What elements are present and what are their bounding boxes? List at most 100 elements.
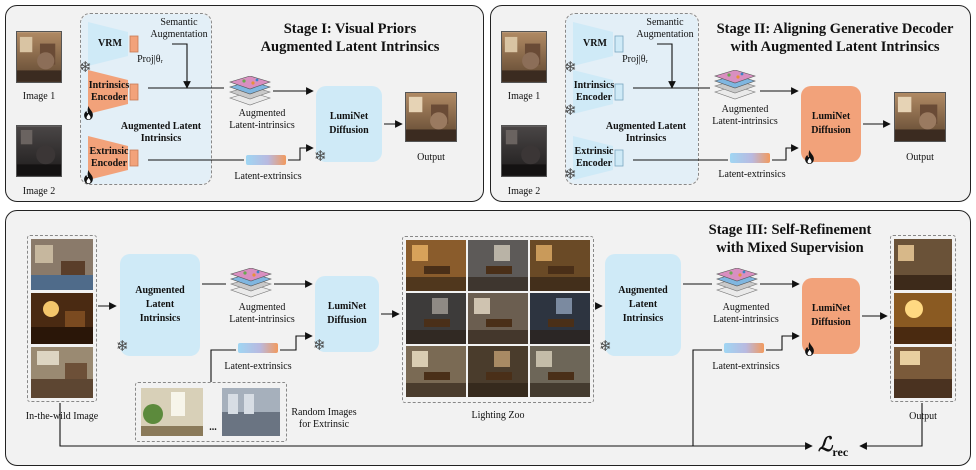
stage-3-augmented-latent-intrinsics-right: Augmented Latent-intrinsics <box>706 302 786 326</box>
stage-1-vrm-block <box>88 22 139 66</box>
stage-1-output-label: Output <box>417 152 445 163</box>
stage-3-in-the-wild-images <box>31 239 93 398</box>
lighting-zoo-thumbnail <box>406 293 466 344</box>
latent-stack-icon <box>230 268 272 298</box>
stage-2-encoder-region <box>565 13 699 185</box>
stage-1-proj-label: Proj|θᵣ <box>137 54 163 65</box>
snowflake-icon: ❄ <box>314 149 327 165</box>
stage-2-augmented-latent-intrinsics: Augmented Latent-intrinsics <box>705 104 785 128</box>
stage-3-output-label: Output <box>909 411 937 422</box>
stage-3-ali-1-line-1: Augmented <box>135 285 185 296</box>
stage-1-image-2-label: Image 2 <box>22 186 56 197</box>
stage-2-image-2 <box>501 125 547 177</box>
stage-3-ali-1-line-3: Intrinsics <box>139 313 181 324</box>
stage-2-augmented-line-1: Augmented <box>721 104 769 115</box>
stage-2-diffusion-line-1: LumiNet <box>811 111 851 122</box>
stage-3-random-images-label: Random Images for Extrinsic <box>284 407 364 431</box>
stage-1-augmented-latent-intrinsics-label: Augmented Latent Intrinsics <box>106 121 216 145</box>
stage-1-image-1-label: Image 1 <box>22 91 56 102</box>
stage-3-random-line-1: Random Images <box>291 407 357 418</box>
stage-2-intrinsics-encoder-label: Intrinsics Encoder <box>573 80 615 104</box>
snowflake-icon: ❄ <box>599 339 612 355</box>
lighting-zoo-thumbnail <box>406 346 466 397</box>
fire-icon <box>83 106 94 120</box>
stage-1-extrinsic-line-2: Encoder <box>90 158 128 169</box>
lighting-zoo-thumbnail <box>468 346 528 397</box>
stage-3-output-strip <box>890 235 956 402</box>
snowflake-icon: ❄ <box>564 103 577 119</box>
stage-2-intrinsics-encoder-block <box>573 70 624 114</box>
stage-1-title: Stage I: Visual Priors Augmented Latent … <box>240 20 460 56</box>
stage-1-extrinsic-line-1: Extrinsic <box>89 146 129 157</box>
stage-2-latent-extrinsics-label: Latent-extrinsics <box>718 169 786 180</box>
loss-symbol: ℒ <box>818 434 833 456</box>
stage-1-semantic-line-2: Augmentation <box>150 29 208 40</box>
stage-3-ali-1-line-2: Latent <box>145 299 175 310</box>
lighting-zoo-thumbnail <box>406 240 466 291</box>
stage-3-random-line-2: for Extrinsic <box>298 419 350 430</box>
stage-2-output-image <box>894 92 946 142</box>
stage-3-lighting-zoo-box <box>402 236 594 403</box>
fire-icon <box>83 170 94 184</box>
stage-3-loss-rec: ℒrec <box>818 434 848 463</box>
stage-3-output-images <box>894 239 952 398</box>
stage-2-title-line-1: Stage II: Aligning Generative Decoder <box>716 21 954 37</box>
stage-2-intrinsics-line-1: Intrinsics <box>573 80 615 91</box>
stage-1-diffusion-line-2: Diffusion <box>329 125 369 136</box>
stage-2-vrm-block <box>573 22 624 66</box>
lighting-zoo-thumbnail <box>530 346 590 397</box>
stage-2-extrinsic-encoder-label: Extrinsic Encoder <box>573 146 615 170</box>
stage-3-latent-extrinsics-bar-right <box>724 343 764 353</box>
stage-1-semantic-augmentation: Semantic Augmentation <box>146 17 212 41</box>
stage-3-augmented-left-line-1: Augmented <box>238 302 286 313</box>
stage-1-ali-line-1: Augmented Latent <box>120 121 202 132</box>
snowflake-icon: ❄ <box>564 167 577 183</box>
stage-1-output-image <box>405 92 457 142</box>
stage-2-ali-line-1: Augmented Latent <box>605 121 687 132</box>
stage-1-intrinsics-encoder-label: Intrinsics Encoder <box>88 80 130 104</box>
stage-2-title: Stage II: Aligning Generative Decoder wi… <box>700 20 970 56</box>
stage-2-semantic-line-2: Augmentation <box>636 29 694 40</box>
stage-2-intrinsics-line-2: Encoder <box>575 92 613 103</box>
stage-3-in-the-wild-label: In-the-wild Image <box>25 411 99 422</box>
stage-3-random-image-1 <box>141 388 203 436</box>
stage-3-diffusion-1-line-2: Diffusion <box>327 315 367 326</box>
stage-3-random-ellipsis: ... <box>209 422 217 433</box>
stage-3-diffusion-1-line-1: LumiNet <box>327 301 367 312</box>
stage-3-latent-extrinsics-label-left: Latent-extrinsics <box>224 361 292 372</box>
stage-3-title-line-2: with Mixed Supervision <box>716 240 864 256</box>
stage-3-ali-2-line-1: Augmented <box>618 285 668 296</box>
snowflake-icon: ❄ <box>116 339 129 355</box>
stage-3-latent-extrinsics-bar-left <box>238 343 278 353</box>
stage-1-semantic-line-1: Semantic <box>160 17 198 28</box>
stage-2-image-2-label: Image 2 <box>507 186 541 197</box>
stage-3-lighting-zoo-grid <box>406 240 590 397</box>
stage-1-intrinsics-encoder-block <box>88 70 139 114</box>
stage-2-extrinsic-line-2: Encoder <box>575 158 613 169</box>
stage-2-semantic-augmentation: Semantic Augmentation <box>632 17 698 41</box>
stage-1-latent-extrinsics-label: Latent-extrinsics <box>234 171 302 182</box>
stage-2-extrinsic-encoder-block <box>573 136 624 180</box>
stage-1-augmented-latent-intrinsics: Augmented Latent-intrinsics <box>222 108 302 132</box>
stage-3-diffusion-2-line-2: Diffusion <box>811 317 851 328</box>
stage-1-image-2 <box>16 125 62 177</box>
stage-1-extrinsic-encoder-label: Extrinsic Encoder <box>88 146 130 170</box>
stage-3-title: Stage III: Self-Refinement with Mixed Su… <box>690 221 890 257</box>
stage-1-augmented-line-1: Augmented <box>238 108 286 119</box>
stage-2-augmented-line-2: Latent-intrinsics <box>712 116 778 127</box>
stage-3-ali-2-line-3: Intrinsics <box>622 313 664 324</box>
stage-2-diffusion-line-2: Diffusion <box>811 125 851 136</box>
latent-stack-icon <box>716 268 758 298</box>
snowflake-icon: ❄ <box>313 338 326 354</box>
stage-2-ali-line-2: Intrinsics <box>625 133 667 144</box>
fire-icon <box>804 342 815 356</box>
stage-1-ali-line-2: Intrinsics <box>140 133 182 144</box>
stage-1-encoder-region <box>80 13 212 185</box>
stage-3-diffusion-2-line-1: LumiNet <box>811 303 851 314</box>
stage-1-augmented-line-2: Latent-intrinsics <box>229 120 295 131</box>
stage-1-extrinsic-encoder-block <box>88 136 139 180</box>
